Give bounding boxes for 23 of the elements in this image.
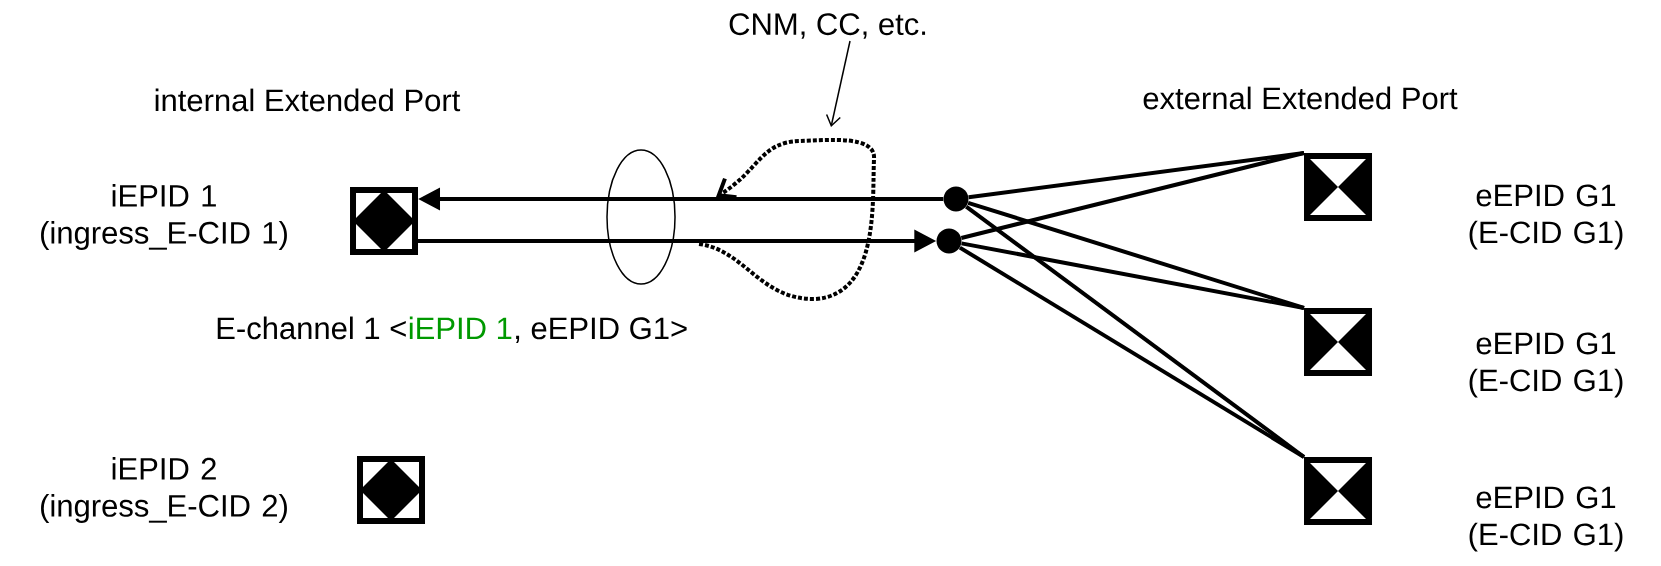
port-label: eEPID G1 (E-CID G1) bbox=[1469, 332, 1623, 398]
channel-label: , eEPID G1> bbox=[516, 317, 687, 343]
port-symbol bbox=[1304, 457, 1372, 525]
junction-dot bbox=[943, 186, 969, 212]
connector-line bbox=[958, 245, 1306, 459]
port-label: eEPID G1 (E-CID G1) bbox=[1469, 184, 1623, 250]
connector-line bbox=[961, 241, 1305, 310]
section-heading: external Extended Port bbox=[1143, 86, 1458, 110]
port-symbol bbox=[1304, 153, 1372, 221]
port-symbol bbox=[1304, 308, 1372, 376]
leader-arrow bbox=[825, 40, 851, 127]
annotation-text: CNM, CC, etc. bbox=[729, 13, 926, 39]
channel-label: E-channel 1 < bbox=[217, 316, 406, 340]
port-label: iEPID 1 (ingress_E-CID 1) bbox=[41, 184, 287, 250]
port-symbol bbox=[357, 456, 425, 524]
junction-dot bbox=[936, 228, 962, 254]
channel-label: iEPID 1 bbox=[409, 316, 512, 339]
port-label: eEPID G1 (E-CID G1) bbox=[1469, 486, 1623, 552]
connector-line bbox=[968, 151, 1305, 200]
port-label: iEPID 2 (ingress_E-CID 2) bbox=[41, 457, 287, 523]
connector-line bbox=[960, 151, 1305, 240]
section-heading: internal Extended Port bbox=[155, 88, 461, 112]
port-symbol bbox=[350, 187, 418, 255]
